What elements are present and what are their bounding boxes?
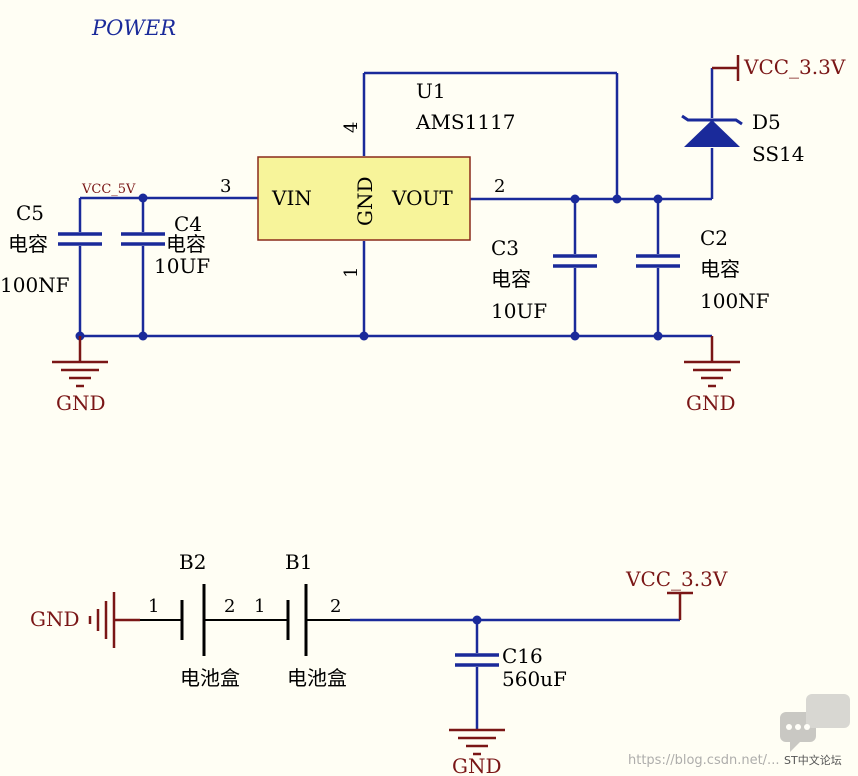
d5-designator: D5 xyxy=(752,110,781,134)
gnd-c16-symbol xyxy=(449,728,505,756)
c4-type-label: 电容 xyxy=(166,232,206,256)
b1-type-label: 电池盒 xyxy=(287,666,347,690)
b2-designator: B2 xyxy=(179,550,206,574)
c3-value: 10UF xyxy=(491,299,547,323)
u1-pin-4-number: 4 xyxy=(341,122,362,133)
u1-pin-vout-label: VOUT xyxy=(391,186,453,210)
top-capacitor-plates xyxy=(58,232,680,268)
d5-diode-symbol xyxy=(681,114,743,147)
gnd-right-symbol xyxy=(684,336,740,388)
c16-value: 560uF xyxy=(502,667,567,691)
u1-pin-1-number: 1 xyxy=(341,267,362,278)
b2-type-label: 电池盒 xyxy=(180,666,240,690)
vcc33-top-port-symbol xyxy=(712,55,740,81)
top-junctions xyxy=(75,193,663,341)
u1-part-value: AMS1117 xyxy=(415,110,516,134)
c5-designator: C5 xyxy=(16,201,44,225)
c5-type-label: 电容 xyxy=(8,232,48,256)
b1-battery-symbol xyxy=(286,584,308,656)
u1-pin-3-number: 3 xyxy=(220,176,231,197)
schematic-title: POWER xyxy=(91,16,176,40)
b1-pin-2-number: 2 xyxy=(330,596,341,617)
c16-capacitor-plates xyxy=(455,653,499,667)
gnd-battery-label: GND xyxy=(30,607,80,631)
b1-pin-1-number: 1 xyxy=(254,596,265,617)
gnd-left-label: GND xyxy=(56,391,106,415)
vcc33-top-net-label: VCC_3.3V xyxy=(743,55,846,79)
watermark-chat-icon xyxy=(780,694,850,752)
c3-type-label: 电容 xyxy=(491,267,531,291)
b2-pin-1-number: 1 xyxy=(148,596,159,617)
c4-designator: C4 xyxy=(174,212,202,236)
c2-designator: C2 xyxy=(700,226,728,250)
c3-designator: C3 xyxy=(491,236,519,260)
u1-pin-2-number: 2 xyxy=(494,176,505,197)
c4-value: 10UF xyxy=(154,254,210,278)
b2-pin-2-number: 2 xyxy=(224,596,235,617)
top-wires xyxy=(78,68,714,338)
c16-designator: C16 xyxy=(502,644,543,668)
b1-designator: B1 xyxy=(285,550,312,574)
vcc33-bottom-port-symbol xyxy=(667,591,693,620)
d5-part-value: SS14 xyxy=(752,142,805,166)
watermark-url: https://blog.csdn.net/... xyxy=(628,753,779,768)
gnd-left-symbol xyxy=(52,336,108,388)
u1-designator: U1 xyxy=(416,79,446,103)
u1-pin-gnd-label: GND xyxy=(353,176,377,226)
gnd-right-label: GND xyxy=(686,391,736,415)
c5-value: 100NF xyxy=(0,273,70,297)
bottom-wires xyxy=(350,618,680,730)
u1-pin-vin-label: VIN xyxy=(271,186,312,210)
watermark-brand: ST中文论坛 xyxy=(784,753,842,767)
u1-body xyxy=(257,156,471,241)
c2-type-label: 电容 xyxy=(700,257,740,281)
c2-value: 100NF xyxy=(700,289,770,313)
gnd-battery-symbol xyxy=(88,592,140,648)
vcc33-bottom-net-label: VCC_3.3V xyxy=(625,567,728,591)
b2-battery-symbol xyxy=(180,584,206,656)
vcc5-net-label: VCC_5V xyxy=(81,182,136,197)
bottom-junction xyxy=(472,615,482,625)
gnd-c16-label: GND xyxy=(452,754,502,776)
